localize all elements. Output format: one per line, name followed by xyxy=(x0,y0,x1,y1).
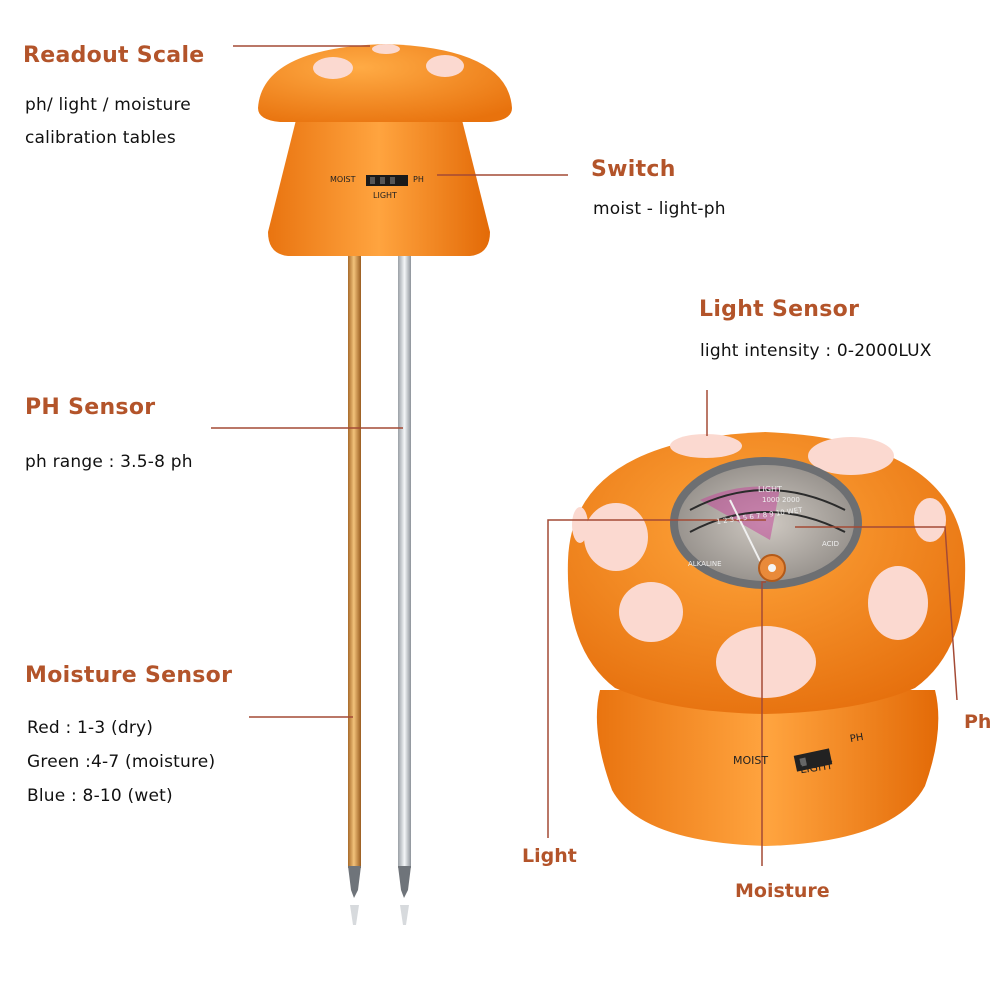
readout-scale-title: Readout Scale xyxy=(23,43,205,68)
switch-label-moist: MOIST xyxy=(330,175,356,184)
meter-left-label: ALKALINE xyxy=(688,560,722,568)
moisture-sensor-line-red: Red : 1-3 (dry) xyxy=(27,718,154,738)
readout-scale-line-1: ph/ light / moisture xyxy=(25,95,191,115)
callout-ph: Ph xyxy=(964,711,992,733)
readout-scale-line-2: calibration tables xyxy=(25,128,176,148)
big-switch-label-moist: MOIST xyxy=(733,754,769,767)
light-sensor-title: Light Sensor xyxy=(699,297,860,322)
big-mushroom-stem xyxy=(596,690,939,846)
moisture-sensor-title: Moisture Sensor xyxy=(25,663,233,688)
light-sensor-description: light intensity : 0-2000LUX xyxy=(700,341,932,361)
ph-sensor-description: ph range : 3.5-8 ph xyxy=(25,452,193,472)
meter-right-label: ACID xyxy=(822,540,840,548)
ph-sensor-title: PH Sensor xyxy=(25,395,156,420)
big-switch-label-ph: PH xyxy=(849,731,865,746)
small-mushroom-cap xyxy=(258,44,512,122)
switch-label-light: LIGHT xyxy=(373,191,397,200)
meter-dial xyxy=(670,457,862,589)
meter-scale-top: 1000 2000 xyxy=(762,496,800,504)
small-mushroom-stem xyxy=(268,112,490,256)
switch-description: moist - light-ph xyxy=(593,199,726,219)
moisture-sensor-line-blue: Blue : 8-10 (wet) xyxy=(27,786,173,806)
switch-title: Switch xyxy=(591,157,676,182)
meter-light-label: LIGHT xyxy=(758,485,782,494)
switch-label-ph: PH xyxy=(413,175,424,184)
callout-moisture: Moisture xyxy=(735,880,830,902)
callout-light: Light xyxy=(522,845,577,867)
callout-lines xyxy=(211,45,958,866)
probe-rods xyxy=(348,256,411,925)
moisture-sensor-line-green: Green :4-7 (moisture) xyxy=(27,752,216,772)
